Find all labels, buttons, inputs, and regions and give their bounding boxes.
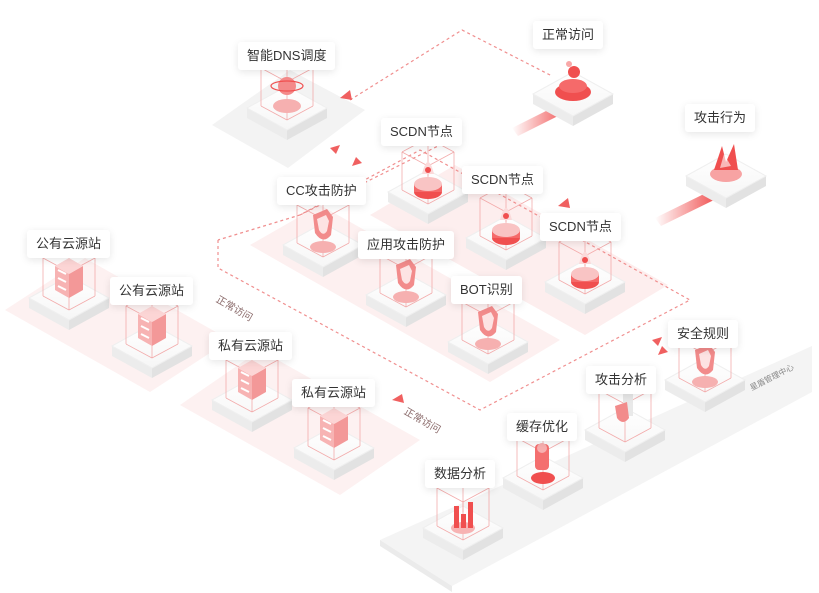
cc-protect-label: CC攻击防护	[277, 177, 366, 205]
private-cloud-tile-1	[210, 345, 294, 432]
bot-detect-label: BOT识别	[451, 276, 522, 304]
private-cloud-label-1: 私有云源站	[209, 332, 293, 360]
flow-paths	[217, 29, 692, 411]
scdn-node-label-3: SCDN节点	[540, 213, 621, 241]
attack-analysis-label: 攻击分析	[586, 366, 657, 394]
public-cloud-label-2: 公有云源站	[110, 277, 194, 305]
public-cloud-tile-1	[27, 243, 111, 330]
scdn-node-label-1: SCDN节点	[381, 118, 462, 146]
cc-protect-tile	[281, 190, 365, 277]
cache-optimize-tile	[501, 423, 585, 510]
tiles	[27, 53, 768, 560]
scdn-node-tile-3	[543, 227, 627, 314]
smart-dns-label: 智能DNS调度	[238, 42, 336, 70]
data-analysis-label: 数据分析	[425, 460, 496, 488]
security-rules-label: 安全规则	[668, 320, 739, 348]
normal-access-tile	[531, 61, 615, 126]
attack-analysis-tile	[583, 375, 667, 462]
public-cloud-label-1: 公有云源站	[27, 230, 111, 258]
dns-tile	[245, 53, 329, 140]
bot-detect-tile	[446, 287, 530, 374]
private-cloud-zone	[180, 350, 420, 495]
private-cloud-tile-2	[292, 393, 376, 480]
attack-behavior-label: 攻击行为	[685, 104, 756, 132]
attack-tile	[684, 144, 768, 208]
cache-optimize-label: 缓存优化	[507, 413, 578, 441]
app-protect-label: 应用攻击防护	[358, 231, 455, 259]
flow-arrows	[330, 90, 668, 403]
scdn-node-label-2: SCDN节点	[462, 166, 543, 194]
public-cloud-tile-2	[110, 291, 194, 378]
app-protect-tile	[364, 240, 448, 327]
private-cloud-label-2: 私有云源站	[292, 379, 376, 407]
attack-beam	[655, 192, 714, 226]
normal-access-label: 正常访问	[533, 21, 604, 49]
scdn-node-tile-1	[386, 137, 470, 224]
